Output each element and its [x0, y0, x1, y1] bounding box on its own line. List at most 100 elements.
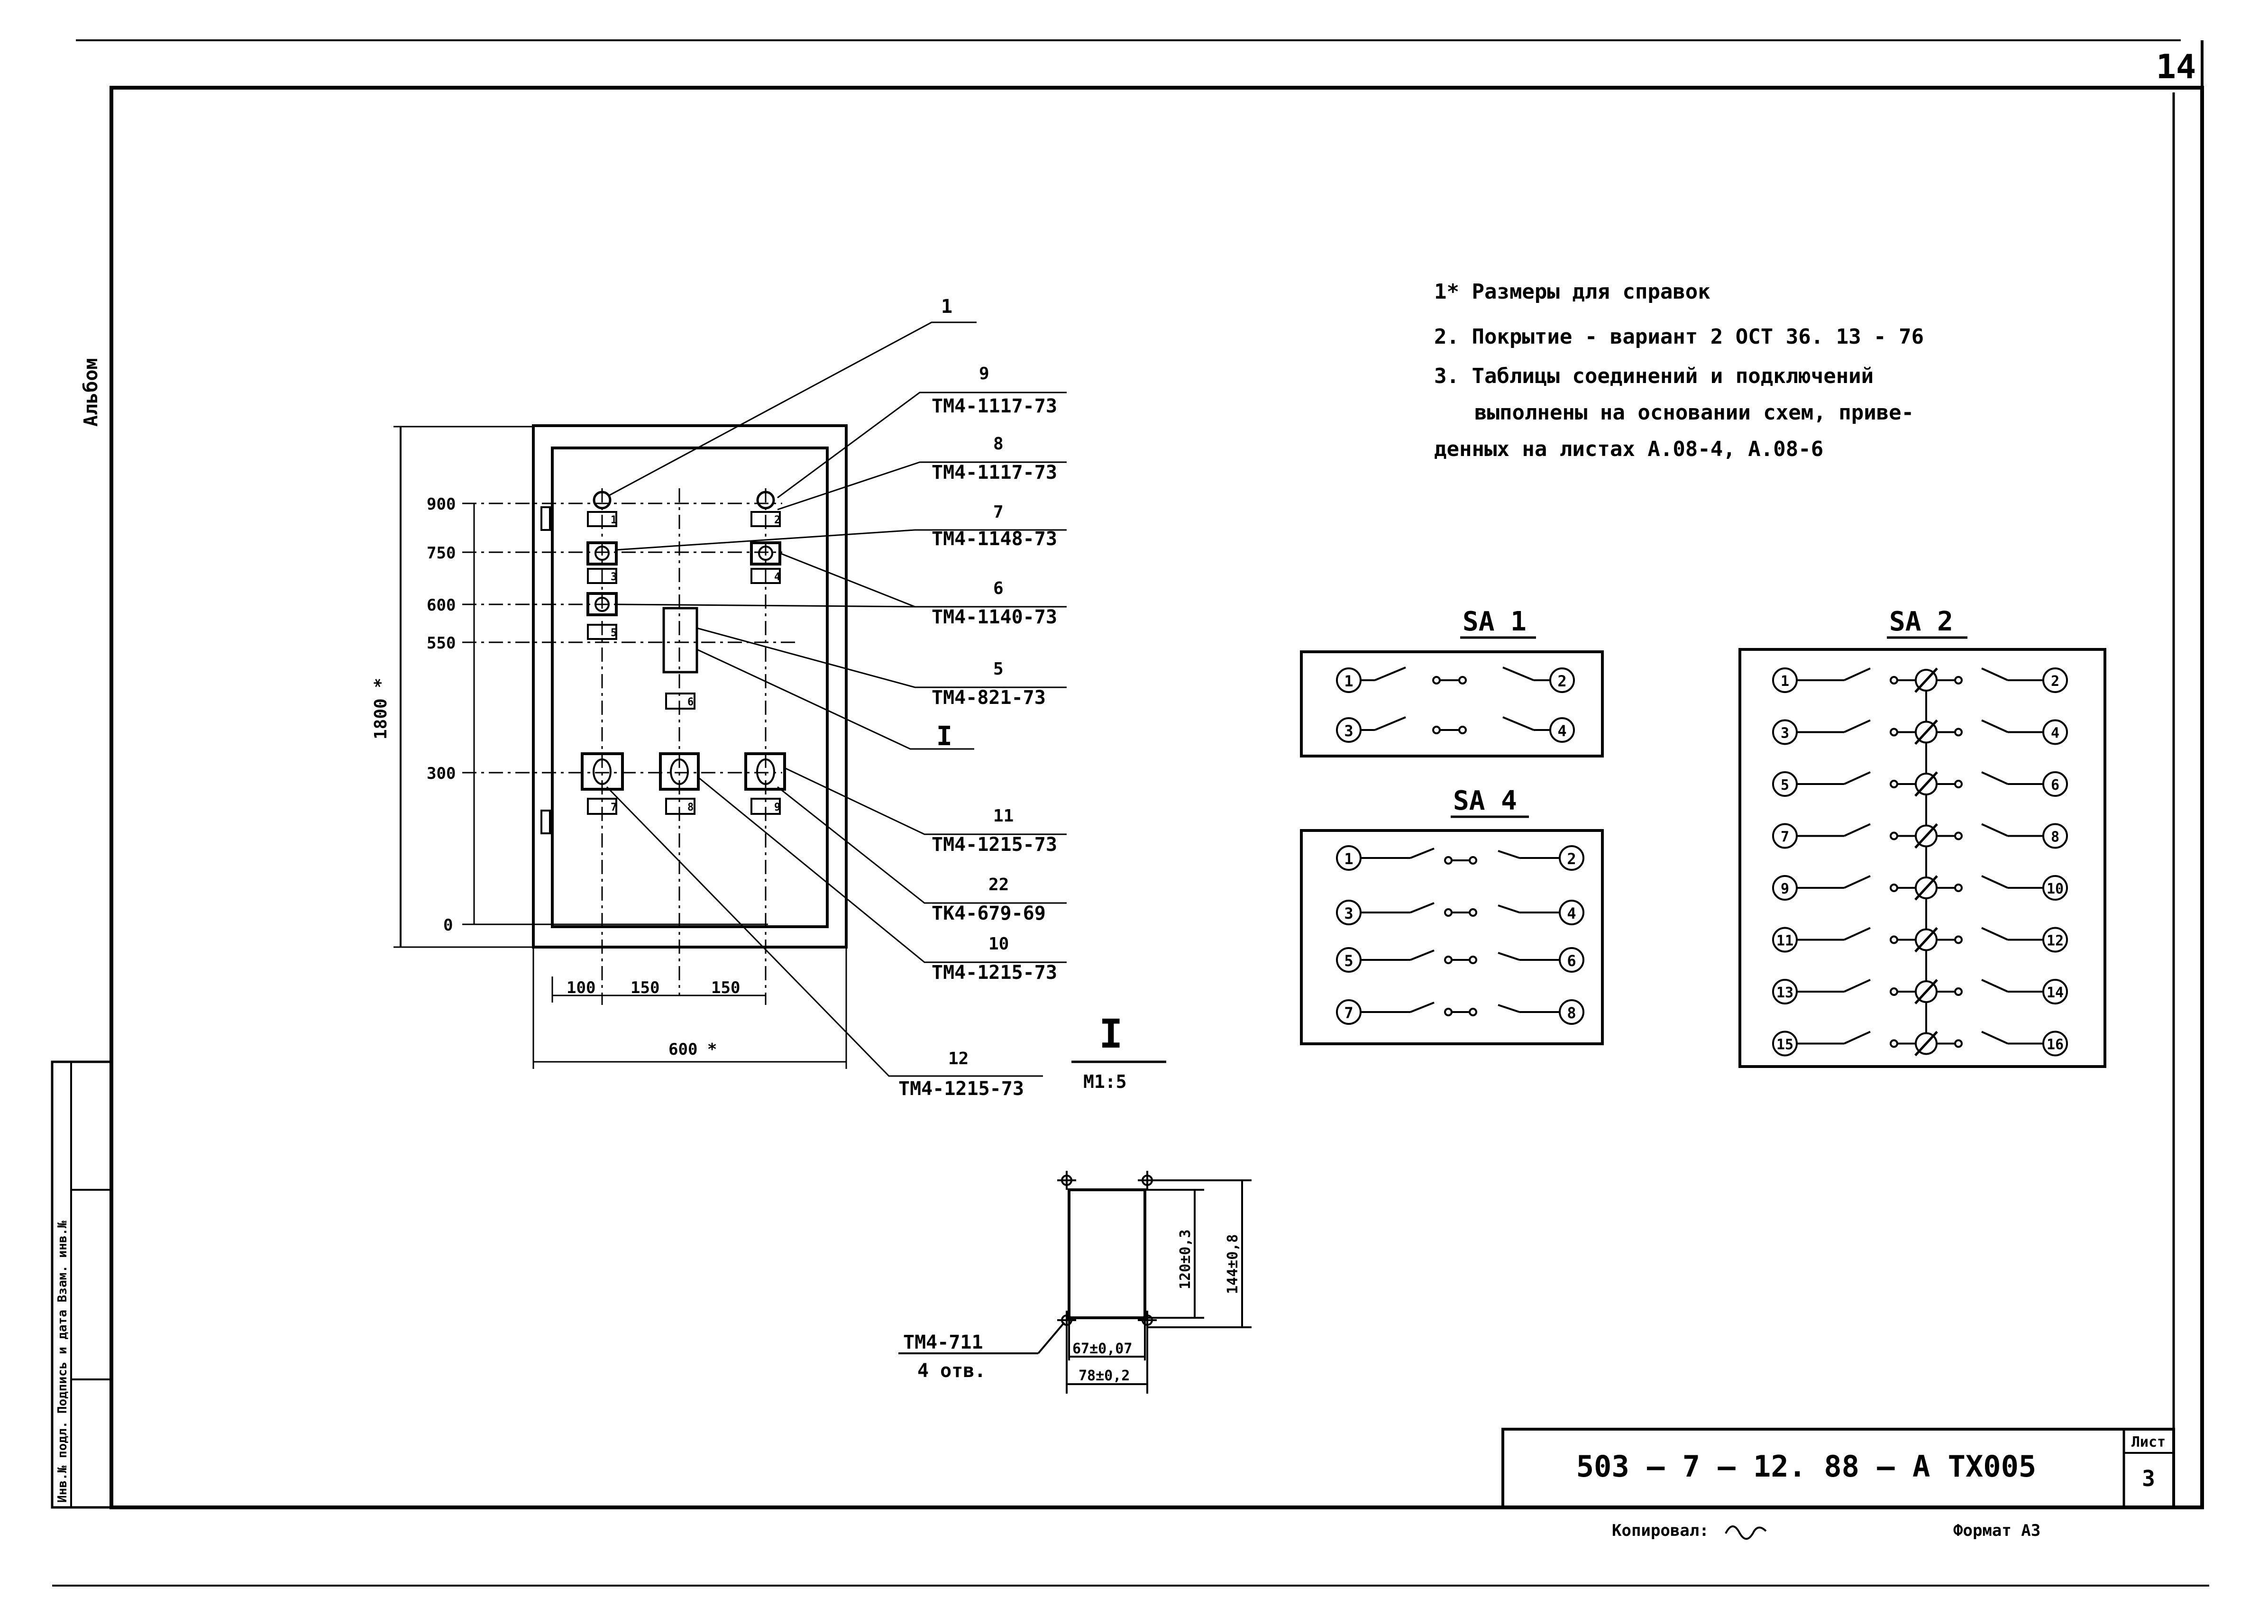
- lamp-1: [593, 491, 612, 510]
- callout-10-num: 10: [988, 934, 1009, 954]
- callout-9-num: 9: [979, 364, 989, 383]
- note-line-2: 2. Покрытие - вариант 2 ОСТ 36. 13 - 76: [1434, 325, 1924, 349]
- sa2-terminal: [2042, 875, 2068, 901]
- sa2-term-right: 16: [2047, 1037, 2064, 1053]
- sa2-term-right: 10: [2047, 881, 2064, 897]
- callout-10-code: ТМ4-1215-73: [932, 962, 1057, 984]
- lamp-2: [756, 491, 775, 510]
- callout-9-code: ТМ4-1117-73: [932, 395, 1057, 417]
- sheet-label: Лист: [2131, 1434, 2166, 1451]
- x-label-150-b: 150: [711, 978, 740, 997]
- panel-door: [551, 447, 829, 928]
- scheme-sa4-title: SA 4: [1453, 785, 1517, 816]
- sa1-term-1: 1: [1344, 672, 1353, 690]
- sa2-term-right: 2: [2051, 673, 2059, 690]
- callout-detail-ref: I: [936, 721, 952, 752]
- sa4-row: 5 6: [1336, 947, 1584, 973]
- callout-8-code: ТМ4-1117-73: [932, 462, 1057, 484]
- main-frame: [110, 86, 2204, 1509]
- album-label: Альбом: [80, 358, 102, 427]
- device-10: [659, 752, 700, 791]
- sa2-term-right: 14: [2047, 985, 2064, 1001]
- device-5: [662, 607, 698, 674]
- sa4-row: 7 8: [1336, 999, 1584, 1025]
- detail-scale: М1:5: [1083, 1071, 1127, 1092]
- sa2-terminal: [2042, 1031, 2068, 1057]
- sa4-term-3: 3: [1344, 904, 1353, 922]
- sa4-row: 1 2: [1336, 845, 1584, 871]
- format-label: Формат А3: [1953, 1521, 2040, 1540]
- sa2-term-right: 12: [2047, 933, 2064, 949]
- sa4-term-1: 1: [1344, 850, 1353, 868]
- sa2-terminal: [2042, 667, 2068, 693]
- device-11: [744, 752, 786, 791]
- dim-outer-h: 144±0,8: [1225, 1234, 1241, 1294]
- approval-strip: [51, 1060, 113, 1509]
- panel-drawing: 1800 * 900 750 600 550 300 0 100 150 150…: [371, 296, 1067, 1100]
- sa2-terminal: [2042, 771, 2068, 797]
- sa2-term-right: 6: [2051, 777, 2059, 794]
- hole-count: 4 отв.: [917, 1360, 986, 1382]
- hinge-bottom: [540, 810, 551, 834]
- hinge-top: [540, 506, 551, 531]
- dim-inner-h: 120±0,3: [1177, 1230, 1194, 1289]
- note-line-5: денных на листах А.08-4, А.08-6: [1434, 437, 1823, 461]
- sa2-terminal: [2042, 927, 2068, 953]
- hole-ref: ТМ4-711: [903, 1332, 983, 1353]
- sa4-term-7: 7: [1344, 1004, 1353, 1022]
- scheme-sa2-title: SA 2: [1889, 606, 1953, 637]
- panel-outer: [532, 424, 848, 949]
- copier-signature: [1725, 1525, 1767, 1540]
- x-label-100: 100: [567, 978, 595, 997]
- note-line-1: 1* Размеры для справок: [1434, 280, 1710, 304]
- dim-outer-w: 78±0,2: [1079, 1368, 1130, 1384]
- cutout-rect: [1068, 1188, 1146, 1319]
- sa2-term-left: 15: [1776, 1037, 1793, 1053]
- callout-22-code: ТК4-679-69: [932, 903, 1046, 924]
- tag-1: 1: [611, 514, 617, 526]
- callout-12-num: 12: [948, 1049, 969, 1068]
- tag-5: 5: [611, 627, 617, 639]
- y-label-600: 600: [427, 596, 456, 615]
- callout-22-num: 22: [988, 875, 1009, 894]
- scheme-sa1-box: [1300, 650, 1604, 757]
- y-label-0: 0: [443, 916, 453, 935]
- sa1-term-2: 2: [1557, 672, 1566, 690]
- detail-I: I М1:5 120±0,3 144±0,8 67±0,07 78±: [898, 1011, 1252, 1394]
- sa2-terminal: [2042, 823, 2068, 849]
- tag-7: 7: [611, 802, 617, 813]
- sa2-terminal: [2042, 979, 2068, 1004]
- approval-strip-label: Инв.№ подл. Подпись и дата Взам. инв.№: [55, 1221, 70, 1503]
- dim-width: 600 *: [668, 1040, 717, 1059]
- sa2-term-left: 5: [1781, 777, 1789, 794]
- scheme-sa4-box: [1300, 829, 1604, 1045]
- callout-8-num: 8: [993, 434, 1004, 454]
- scheme-sa2-box: [1738, 648, 2106, 1068]
- sa4-term-5: 5: [1344, 952, 1353, 970]
- note-line-3: 3. Таблицы соединений и подключений: [1434, 364, 1874, 388]
- y-label-550: 550: [427, 634, 456, 653]
- tag-4: 4: [774, 571, 780, 583]
- sa4-term-2: 2: [1567, 850, 1576, 868]
- tag-3: 3: [611, 571, 617, 583]
- tag-2: 2: [774, 514, 780, 526]
- sa2-term-right: 4: [2051, 725, 2059, 742]
- tag-6: 6: [687, 696, 694, 708]
- y-label-750: 750: [427, 544, 456, 563]
- tag-8: 8: [687, 802, 694, 813]
- sa2-row: 9 10: [1772, 875, 2068, 901]
- scheme-sa4: SA 4 1 2 3 4 5 6: [1300, 785, 1604, 1045]
- scheme-sa1: SA 1 1 2 3 4: [1300, 606, 1604, 757]
- callout-7-num: 7: [993, 502, 1004, 522]
- sa2-term-left: 7: [1781, 829, 1789, 846]
- callout-7-code: ТМ4-1148-73: [932, 528, 1057, 550]
- sa4-term-4: 4: [1567, 904, 1576, 922]
- sa2-term-left: 9: [1781, 881, 1789, 897]
